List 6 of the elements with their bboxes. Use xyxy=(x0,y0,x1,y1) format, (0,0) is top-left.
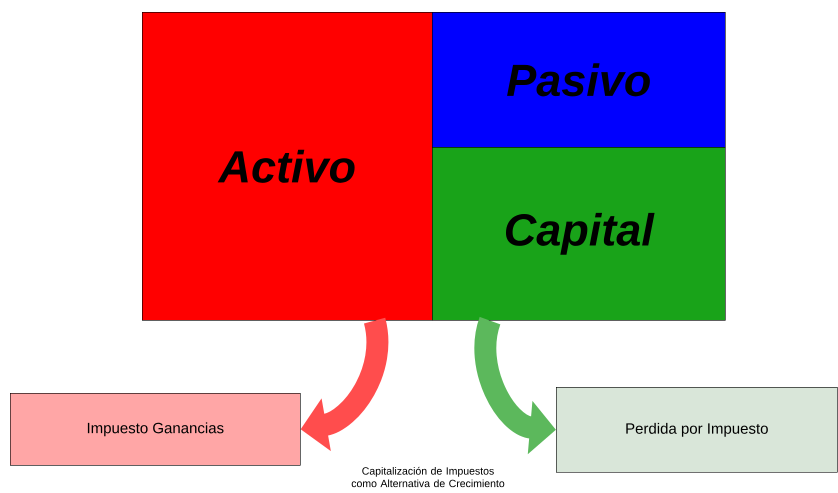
caption-text: Capitalización de Impuestos como Alternativa de Crecimiento xyxy=(352,466,504,488)
account-box: Perdida por Impuesto xyxy=(556,387,838,473)
balance-block: Activo xyxy=(142,12,433,321)
balance-block: Pasivo xyxy=(432,12,726,148)
account-box: Impuesto Ganancias xyxy=(10,393,301,466)
balance-block: Capital xyxy=(432,147,726,321)
